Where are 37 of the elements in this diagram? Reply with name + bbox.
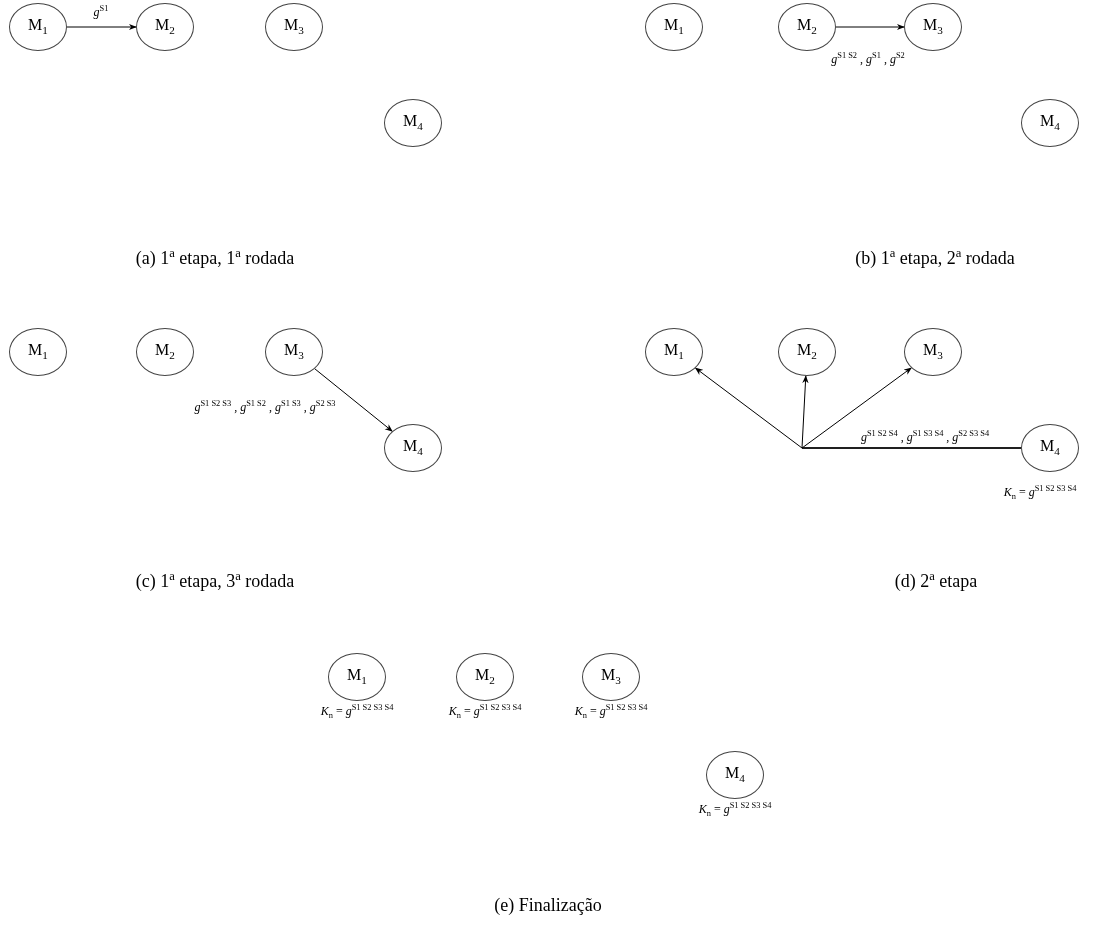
subfigure-caption: (e) Finalização <box>494 894 602 916</box>
key-formula: K$_{n}$ = g$^{S1 S2 S3 S4}$ <box>698 801 772 819</box>
node-label: M$_{2}$ <box>797 17 817 37</box>
arrow <box>314 368 393 432</box>
edge-label: g$^{S1 S2 S3}$ , g$^{S1 S2}$ , g$^{S1 S3}$ , g$^{S2 S3}$ <box>193 399 337 415</box>
node-label: M$_{4}$ <box>1040 113 1060 133</box>
subfigure-caption: (a) 1$^{a}$ etapa, 1$^{a}$ rodada <box>135 245 295 269</box>
node-label: M$_{1}$ <box>664 342 684 362</box>
arrow <box>835 23 905 31</box>
key-formula: K$_{n}$ = g$^{S1 S2 S3 S4}$ <box>1003 484 1077 502</box>
node-label: M$_{4}$ <box>403 113 423 133</box>
node-label: M$_{3}$ <box>284 17 304 37</box>
edge-label: g$^{S1 S2}$ , g$^{S1}$ , g$^{S2}$ <box>830 51 906 67</box>
node-label: M$_{1}$ <box>664 17 684 37</box>
node-label: M$_{1}$ <box>28 17 48 37</box>
node-label: M$_{2}$ <box>475 667 495 687</box>
node-label: M$_{4}$ <box>1040 438 1060 458</box>
node-label: M$_{2}$ <box>155 17 175 37</box>
node-label: M$_{1}$ <box>28 342 48 362</box>
node-label: M$_{3}$ <box>601 667 621 687</box>
node-label: M$_{2}$ <box>155 342 175 362</box>
node-label: M$_{1}$ <box>347 667 367 687</box>
node-label: M$_{3}$ <box>923 342 943 362</box>
key-formula: K$_{n}$ = g$^{S1 S2 S3 S4}$ <box>320 703 394 721</box>
subfigure-caption: (b) 1$^{a}$ etapa, 2$^{a}$ rodada <box>855 245 1015 269</box>
key-formula: K$_{n}$ = g$^{S1 S2 S3 S4}$ <box>574 703 648 721</box>
node-label: M$_{3}$ <box>284 342 304 362</box>
edge-label: g$^{S1 S2 S4}$ , g$^{S1 S3 S4}$ , g$^{S2 S3 S4}$ <box>859 429 991 445</box>
edge-label: g$^{S1}$ <box>92 4 110 20</box>
node-label: M$_{4}$ <box>725 765 745 785</box>
subfigure-caption: (d) 2$^{a}$ etapa <box>894 568 978 592</box>
key-formula: K$_{n}$ = g$^{S1 S2 S3 S4}$ <box>448 703 522 721</box>
arrow <box>66 23 137 31</box>
subfigure-caption: (c) 1$^{a}$ etapa, 3$^{a}$ rodada <box>135 568 295 592</box>
node-label: M$_{3}$ <box>923 17 943 37</box>
node-label: M$_{4}$ <box>403 438 423 458</box>
node-label: M$_{2}$ <box>797 342 817 362</box>
